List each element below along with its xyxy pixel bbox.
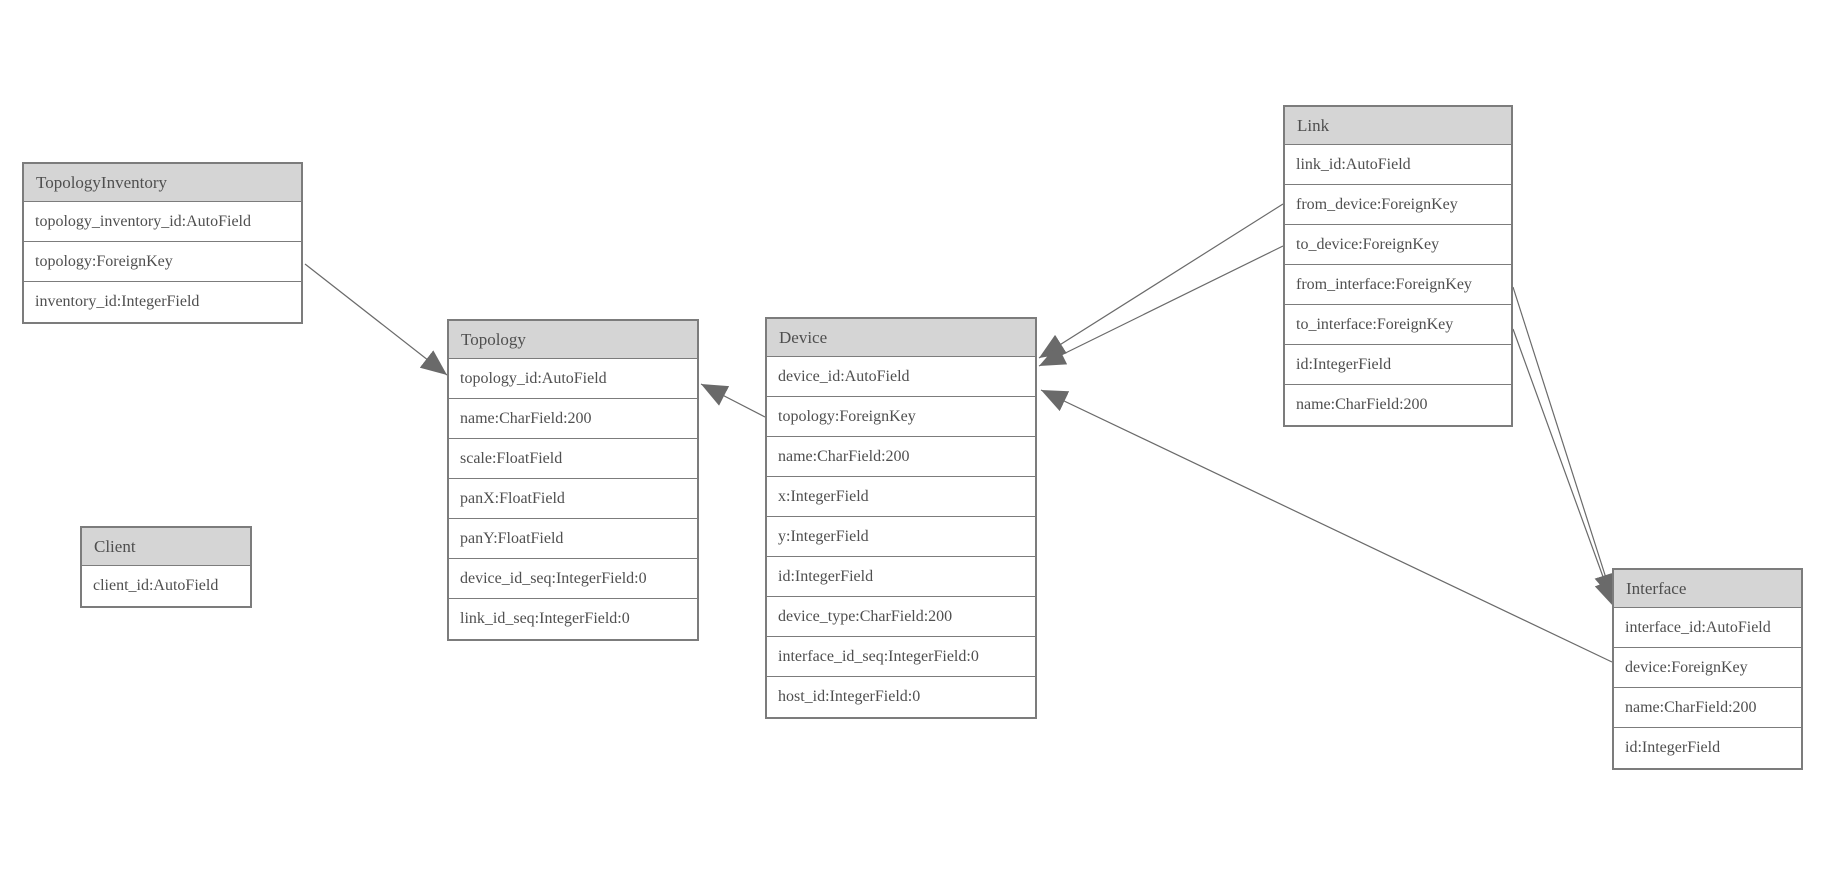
- entity-field: topology:ForeignKey: [24, 242, 301, 282]
- entity-field-label: topology_inventory_id:AutoField: [35, 212, 251, 230]
- entity-field-label: name:CharField:200: [1625, 698, 1757, 716]
- entity-field-label: id:IntegerField: [1625, 739, 1721, 756]
- entity-client-title: Client: [82, 528, 250, 566]
- entity-topology-inventory: TopologyInventory topology_inventory_id:…: [22, 162, 303, 324]
- edge-interface-device: [1040, 389, 1613, 663]
- entity-field: link_id:AutoField: [1285, 145, 1511, 185]
- entity-field: scale:FloatField: [449, 439, 697, 479]
- entity-field: id:IntegerField: [1285, 345, 1511, 385]
- entity-field: device:ForeignKey: [1614, 648, 1801, 688]
- entity-field: to_interface:ForeignKey: [1285, 305, 1511, 345]
- entity-device-title: Device: [767, 319, 1035, 357]
- entity-field-label: name:CharField:200: [460, 409, 592, 427]
- entity-field-label: interface_id_seq:IntegerField:0: [778, 647, 979, 665]
- entity-field-label: interface_id:AutoField: [1625, 618, 1771, 636]
- entity-field: id:IntegerField: [1614, 728, 1801, 768]
- entity-field-label: topology:ForeignKey: [35, 252, 173, 270]
- entity-field-label: to_device:ForeignKey: [1296, 235, 1440, 253]
- entity-field: topology:ForeignKey: [767, 397, 1035, 437]
- entity-field: link_id_seq:IntegerField:0: [449, 599, 697, 639]
- entity-field-label: inventory_id:IntegerField: [35, 293, 200, 310]
- entity-field: name:CharField:200: [767, 437, 1035, 477]
- edge-link-todevice-device: [1038, 245, 1284, 367]
- edge-link-frominterface-interface: [1512, 286, 1616, 601]
- edge-topologyinventory-topology: [304, 263, 448, 376]
- entity-field: from_device:ForeignKey: [1285, 185, 1511, 225]
- entity-field: panX:FloatField: [449, 479, 697, 519]
- entity-field: name:CharField:200: [1285, 385, 1511, 425]
- entity-field-label: to_interface:ForeignKey: [1296, 315, 1454, 333]
- entity-field: host_id:IntegerField:0: [767, 677, 1035, 717]
- entity-field-label: from_device:ForeignKey: [1296, 195, 1458, 213]
- entity-field-label: y:IntegerField: [778, 527, 869, 545]
- entity-topology-title: Topology: [449, 321, 697, 359]
- entity-field-label: name:CharField:200: [778, 447, 910, 465]
- entity-interface-title: Interface: [1614, 570, 1801, 608]
- entity-field-label: panX:FloatField: [460, 489, 565, 507]
- entity-field-label: host_id:IntegerField:0: [778, 688, 921, 705]
- entity-device: Device device_id:AutoField topology:Fore…: [765, 317, 1037, 719]
- entity-field-label: client_id:AutoField: [93, 577, 219, 594]
- entity-link: Link link_id:AutoField from_device:Forei…: [1283, 105, 1513, 427]
- entity-field-label: link_id:AutoField: [1296, 155, 1411, 173]
- entity-field: client_id:AutoField: [82, 566, 250, 606]
- entity-client: Client client_id:AutoField: [80, 526, 252, 608]
- entity-field: name:CharField:200: [449, 399, 697, 439]
- entity-field: interface_id:AutoField: [1614, 608, 1801, 648]
- entity-field: device_id:AutoField: [767, 357, 1035, 397]
- entity-field: panY:FloatField: [449, 519, 697, 559]
- entity-field: name:CharField:200: [1614, 688, 1801, 728]
- entity-field: interface_id_seq:IntegerField:0: [767, 637, 1035, 677]
- entity-field-label: device_id:AutoField: [778, 367, 910, 385]
- entity-field-label: topology:ForeignKey: [778, 407, 916, 425]
- edge-device-topology: [700, 383, 766, 418]
- entity-field-label: device_id_seq:IntegerField:0: [460, 569, 647, 587]
- entity-field-label: link_id_seq:IntegerField:0: [460, 610, 630, 627]
- entity-field: device_type:CharField:200: [767, 597, 1035, 637]
- entity-field-label: device:ForeignKey: [1625, 658, 1748, 676]
- entity-field-label: panY:FloatField: [460, 529, 564, 547]
- entity-field: from_interface:ForeignKey: [1285, 265, 1511, 305]
- entity-field: y:IntegerField: [767, 517, 1035, 557]
- entity-field: id:IntegerField: [767, 557, 1035, 597]
- entity-topology: Topology topology_id:AutoField name:Char…: [447, 319, 699, 641]
- entity-field-label: from_interface:ForeignKey: [1296, 275, 1472, 293]
- entity-topology-inventory-title: TopologyInventory: [24, 164, 301, 202]
- entity-field: topology_inventory_id:AutoField: [24, 202, 301, 242]
- entity-field: device_id_seq:IntegerField:0: [449, 559, 697, 599]
- edge-link-fromdevice-device: [1038, 203, 1284, 359]
- edge-link-tointerface-interface: [1512, 328, 1616, 608]
- entity-interface: Interface interface_id:AutoField device:…: [1612, 568, 1803, 770]
- entity-field-label: name:CharField:200: [1296, 396, 1428, 413]
- entity-field-label: topology_id:AutoField: [460, 369, 607, 387]
- entity-link-title: Link: [1285, 107, 1511, 145]
- entity-field-label: scale:FloatField: [460, 449, 563, 467]
- entity-field: to_device:ForeignKey: [1285, 225, 1511, 265]
- entity-field-label: id:IntegerField: [778, 567, 874, 585]
- entity-field-label: device_type:CharField:200: [778, 607, 953, 625]
- entity-field: inventory_id:IntegerField: [24, 282, 301, 322]
- entity-field-label: id:IntegerField: [1296, 355, 1392, 373]
- entity-field: x:IntegerField: [767, 477, 1035, 517]
- entity-field: topology_id:AutoField: [449, 359, 697, 399]
- entity-field-label: x:IntegerField: [778, 487, 869, 505]
